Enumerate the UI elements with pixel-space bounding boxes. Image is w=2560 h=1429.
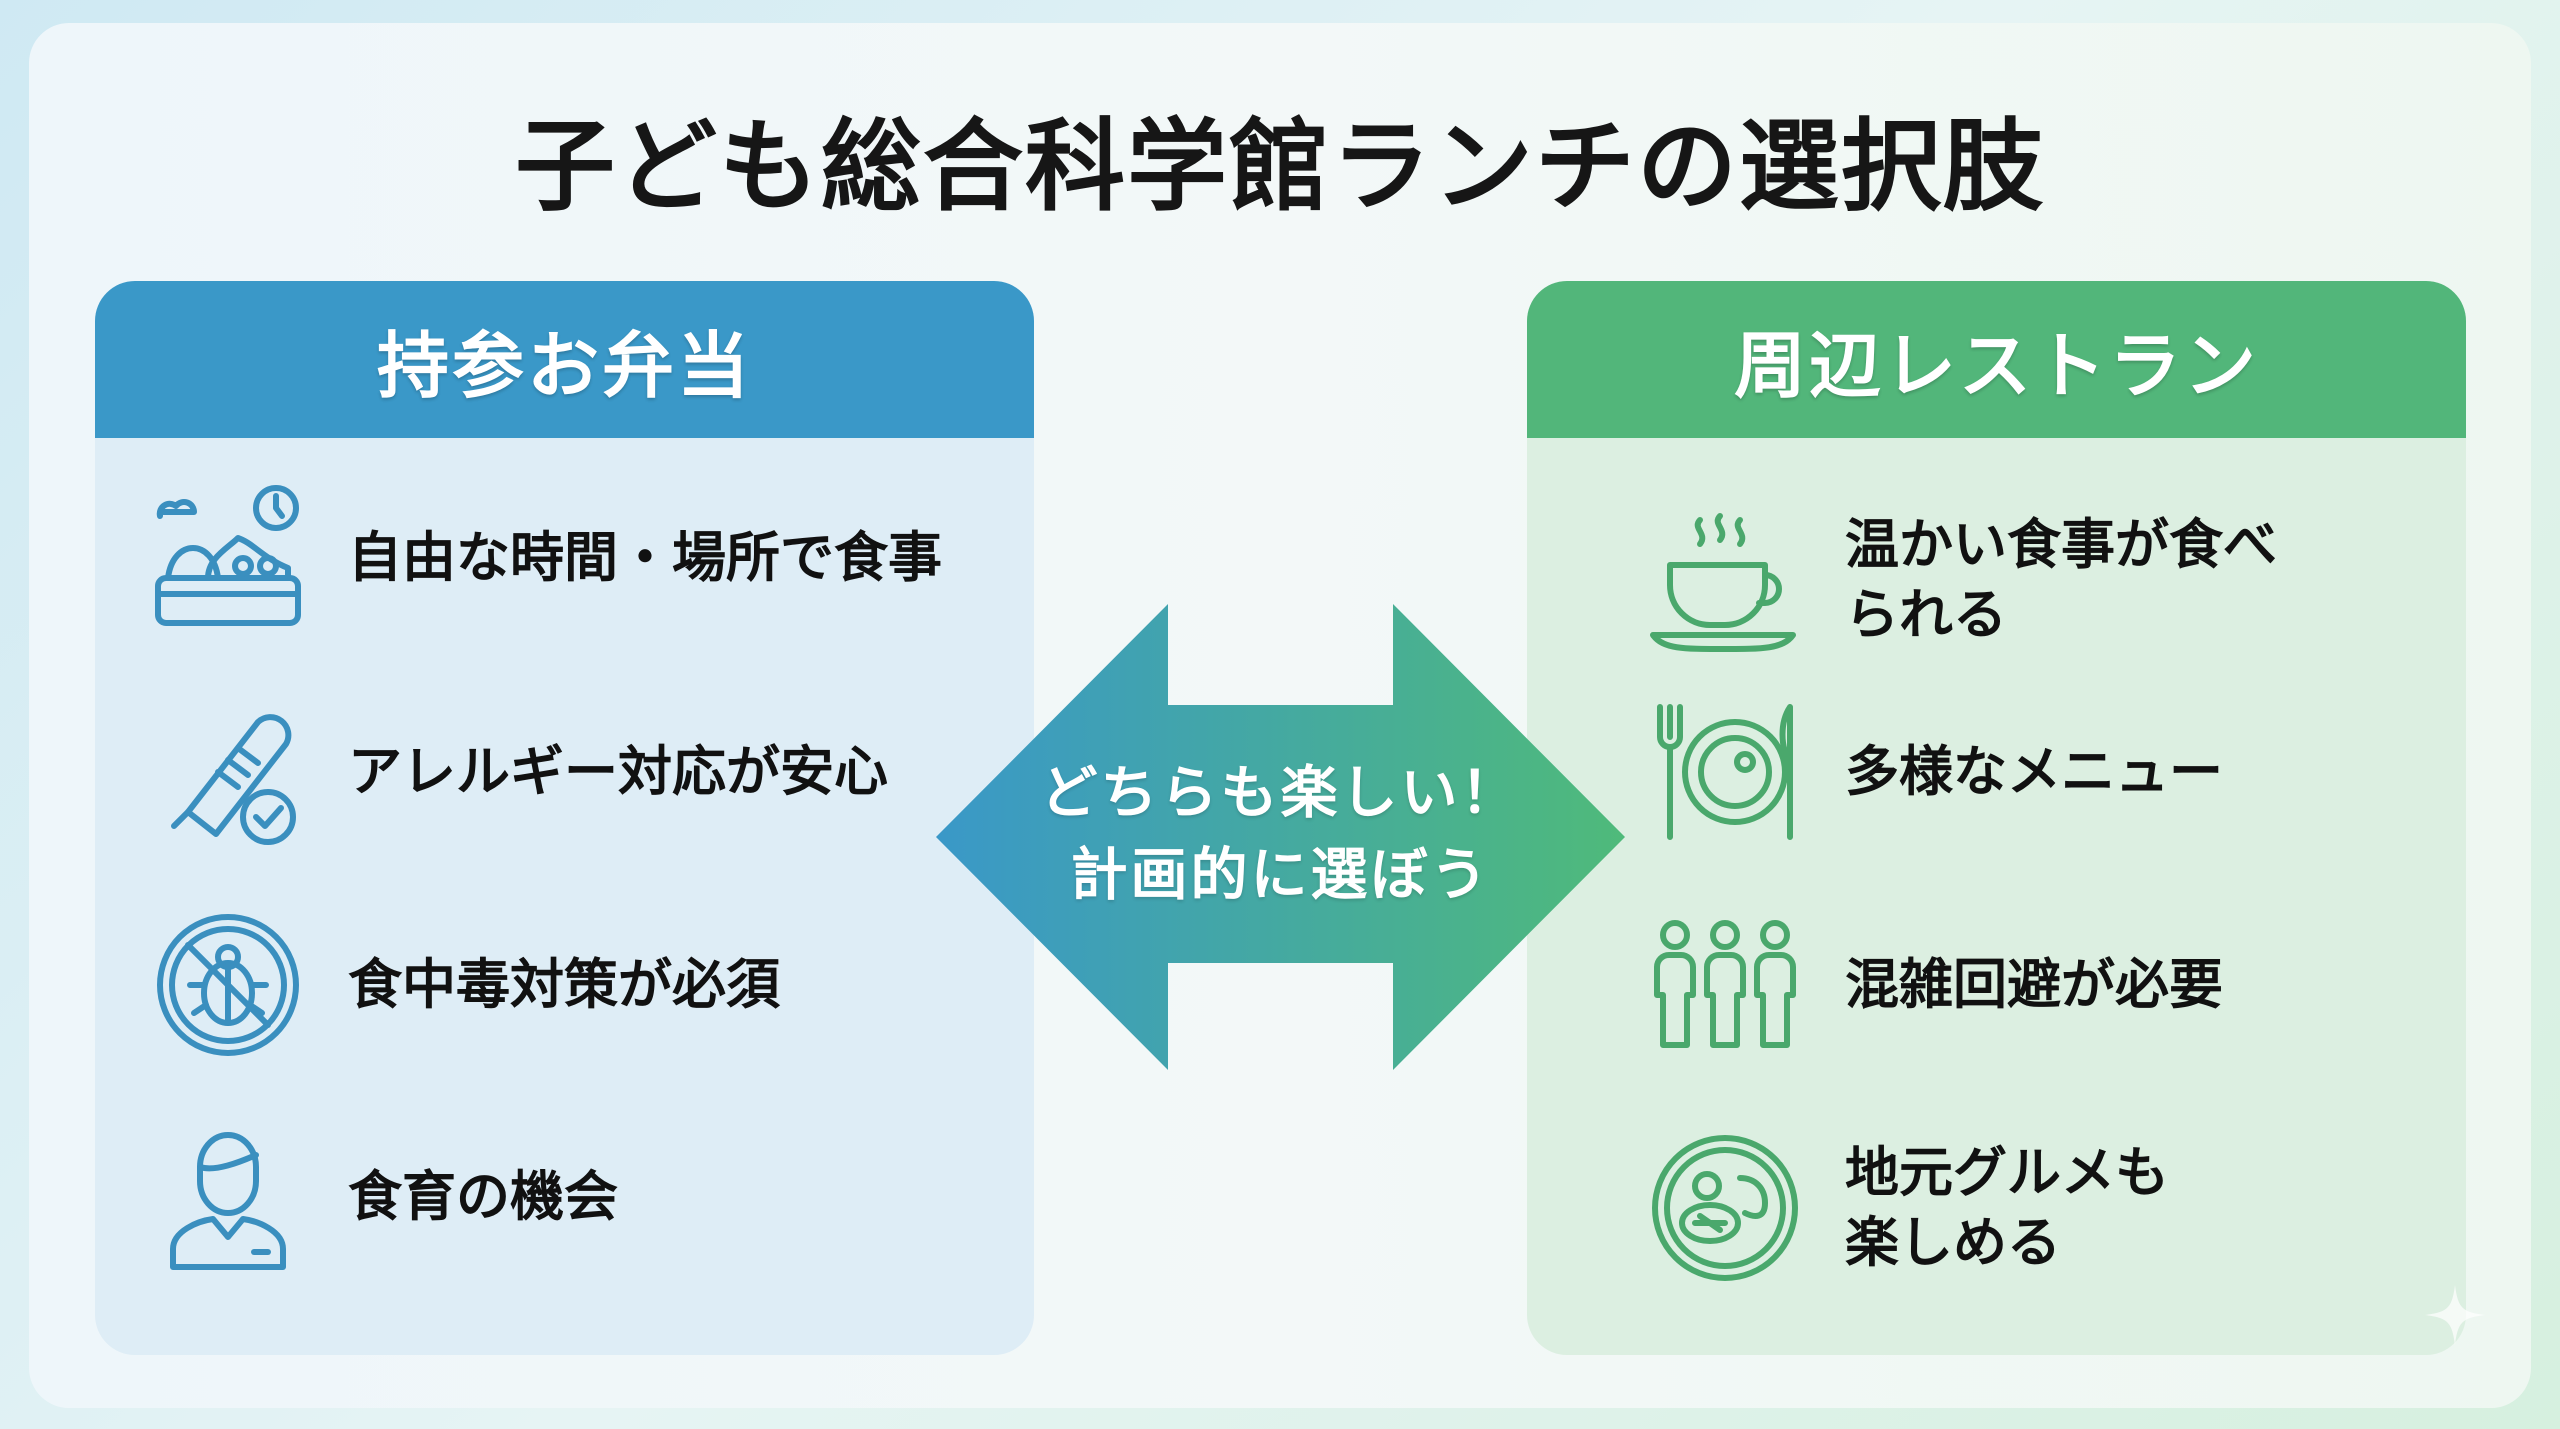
plate-fork-icon [1657,704,1793,840]
list-item: 地元グルメも楽しめる [1645,1128,2169,1288]
item-text: 地元グルメも楽しめる [1845,1141,2169,1274]
person-icon [170,1132,286,1270]
list-item: 混雑回避が必要 [1645,905,2223,1065]
bento-panel: 持参お弁当 [95,281,1034,1355]
hot-cup-icon [1650,513,1796,652]
item-text: 自由な時間・場所で食事 [348,526,942,589]
no-bug-icon [157,914,299,1056]
bento-panel-heading: 持参お弁当 [95,281,1034,438]
item-text: アレルギー対応が安心 [348,740,888,803]
crowd-icon [1654,920,1796,1048]
sparkle-icon [2425,1285,2485,1345]
center-line-1: どちらも楽しい！ [1040,760,1521,826]
item-text: 食中毒対策が必須 [348,953,780,1016]
item-text: 混雑回避が必要 [1845,953,2223,1016]
bento-icon [155,485,301,626]
list-item: 温かい食事が食べられる [1645,500,2277,660]
center-message: どちらも楽しい！ 計画的に選ぼう [936,752,1625,916]
item-text: 多様なメニュー [1845,740,2223,803]
restaurant-panel: 周辺レストラン [1527,281,2466,1355]
allergy-check-icon [171,714,296,845]
list-item: 自由な時間・場所で食事 [148,478,942,638]
list-item: 食中毒対策が必須 [148,905,780,1065]
list-item: 食育の機会 [148,1117,618,1277]
list-item: 多様なメニュー [1645,692,2223,852]
item-text: 食育の機会 [348,1165,618,1228]
restaurant-panel-heading: 周辺レストラン [1527,281,2466,438]
page-title: 子ども総合科学館ランチの選択肢 [515,108,2045,225]
item-text: 温かい食事が食べられる [1845,513,2277,646]
local-dish-icon [1652,1135,1798,1281]
list-item: アレルギー対応が安心 [148,692,888,852]
center-line-2: 計画的に選ぼう [1070,842,1491,908]
